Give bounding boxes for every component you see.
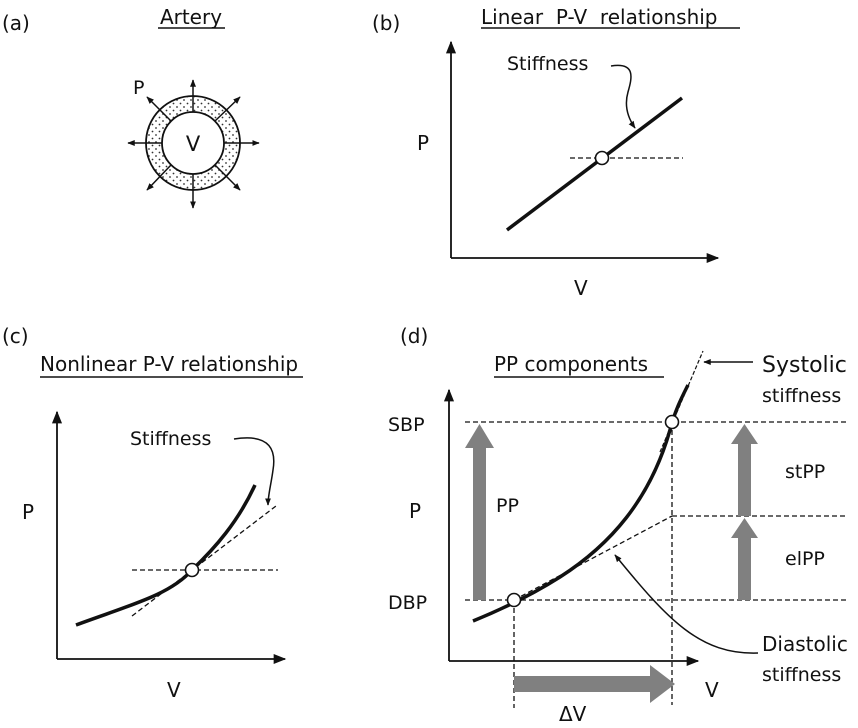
systolic-stiffness-label-2: stiffness (762, 385, 841, 407)
pp-arrow-icon (465, 424, 494, 600)
panel-a-tag: (a) (2, 11, 30, 35)
pv-curve (75, 484, 257, 627)
elpp-arrow-icon (731, 518, 758, 600)
x-axis-label: V (705, 678, 719, 702)
panel-d: (d) PP components (388, 324, 848, 726)
elpp-label: elPP (785, 548, 825, 570)
panel-c-tag: (c) (2, 324, 29, 348)
stpp-arrow-icon (738, 441, 751, 516)
systolic-stiffness-label: Systolic (762, 353, 847, 378)
sbp-label: SBP (388, 414, 425, 436)
panel-d-tag: (d) (400, 324, 428, 348)
x-axis-label: V (574, 276, 588, 300)
y-axis-label: P (409, 499, 421, 523)
stpp-label: stPP (785, 461, 825, 483)
diastolic-point (506, 592, 522, 608)
operating-point (184, 562, 200, 578)
stiffness-pointer-icon (610, 64, 636, 129)
delta-v-label: ΔV (559, 702, 587, 726)
artery-icon (127, 79, 260, 209)
stiffness-pointer-icon (233, 437, 275, 506)
panel-d-title: PP components (494, 352, 648, 376)
panel-c: (c) Nonlinear P-V relationship P V Stiff… (2, 324, 303, 702)
tangent-line (131, 505, 277, 617)
panel-a: (a) Artery P V (2, 5, 260, 209)
delta-v-arrow-icon (514, 665, 675, 703)
operating-point (594, 150, 610, 166)
diastolic-tangent (513, 515, 673, 601)
pressure-label: P (133, 77, 144, 99)
x-axis-label: V (167, 678, 181, 702)
y-axis-label: P (417, 131, 429, 155)
pv-line (505, 96, 684, 232)
volume-label: V (186, 132, 201, 156)
diastolic-stiffness-label-2: stiffness (762, 664, 841, 686)
diastolic-pointer-icon (614, 554, 759, 654)
panel-a-title: Artery (160, 5, 222, 29)
systolic-point (664, 414, 680, 430)
panel-b: (b) Linear P-V relationship P V Stiffnes… (372, 5, 740, 300)
y-axis-label: P (22, 500, 34, 524)
panel-c-title: Nonlinear P-V relationship (40, 352, 298, 376)
panel-b-title: Linear P-V relationship (481, 5, 718, 29)
dbp-label: DBP (388, 592, 427, 614)
pp-label: PP (496, 495, 519, 517)
diastolic-stiffness-label: Diastolic (762, 632, 848, 656)
stpp-arrowhead-icon (731, 424, 758, 444)
stiffness-label: Stiffness (130, 428, 211, 450)
panel-b-tag: (b) (372, 11, 400, 35)
stiffness-label: Stiffness (507, 53, 588, 75)
